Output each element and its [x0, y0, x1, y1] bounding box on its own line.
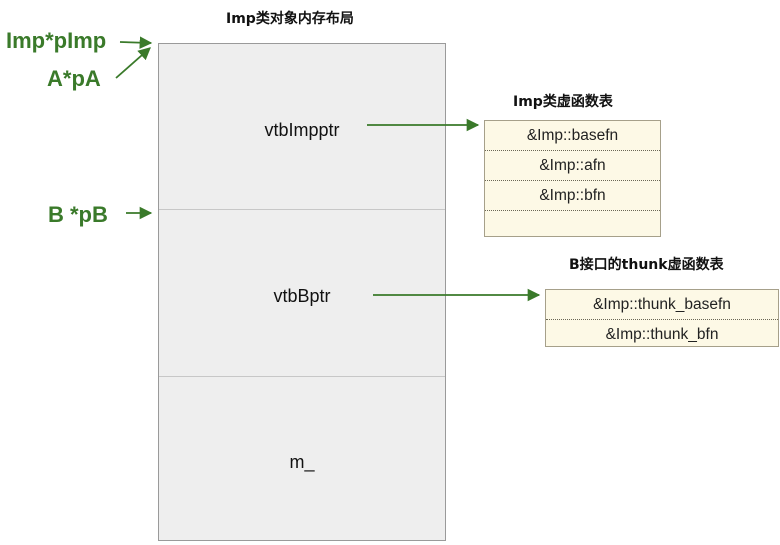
- object-layout-title: Imp类对象内存布局: [226, 11, 354, 27]
- memory-cell-vtbbptr: vtbBptr: [159, 209, 445, 377]
- vtable-entry: &Imp::thunk_basefn: [546, 290, 778, 320]
- memory-cell-vtbimpptr: vtbImpptr: [159, 44, 445, 210]
- memory-cell-m: m_: [159, 376, 445, 542]
- vtable-entry: &Imp::afn: [485, 151, 660, 181]
- pointer-pimp-label: Imp*pImp: [6, 28, 107, 53]
- vtable-entry: &Imp::bfn: [485, 181, 660, 211]
- vtable-entry: &Imp::basefn: [485, 121, 660, 151]
- memory-cell-label: vtbImpptr: [264, 120, 340, 140]
- imp-vtable: &Imp::basefn &Imp::afn &Imp::bfn: [484, 120, 661, 237]
- b-thunk-vtable: &Imp::thunk_basefn &Imp::thunk_bfn: [545, 289, 779, 347]
- pimp-arrow: [119, 36, 153, 49]
- pointer-pb-label: B *pB: [48, 202, 108, 227]
- memory-cell-label: m_: [289, 452, 315, 472]
- vtable-entry: &Imp::thunk_bfn: [605, 326, 719, 343]
- b-thunk-vtable-title: B接口的thunk虚函数表: [569, 257, 724, 273]
- pa-arrow: [115, 47, 151, 79]
- imp-vtable-title: Imp类虚函数表: [513, 94, 613, 110]
- memory-cell-label: vtbBptr: [273, 286, 331, 306]
- object-memory-block: vtbImpptr vtbBptr m_: [158, 43, 446, 541]
- pointer-pa-label: A*pA: [47, 66, 101, 91]
